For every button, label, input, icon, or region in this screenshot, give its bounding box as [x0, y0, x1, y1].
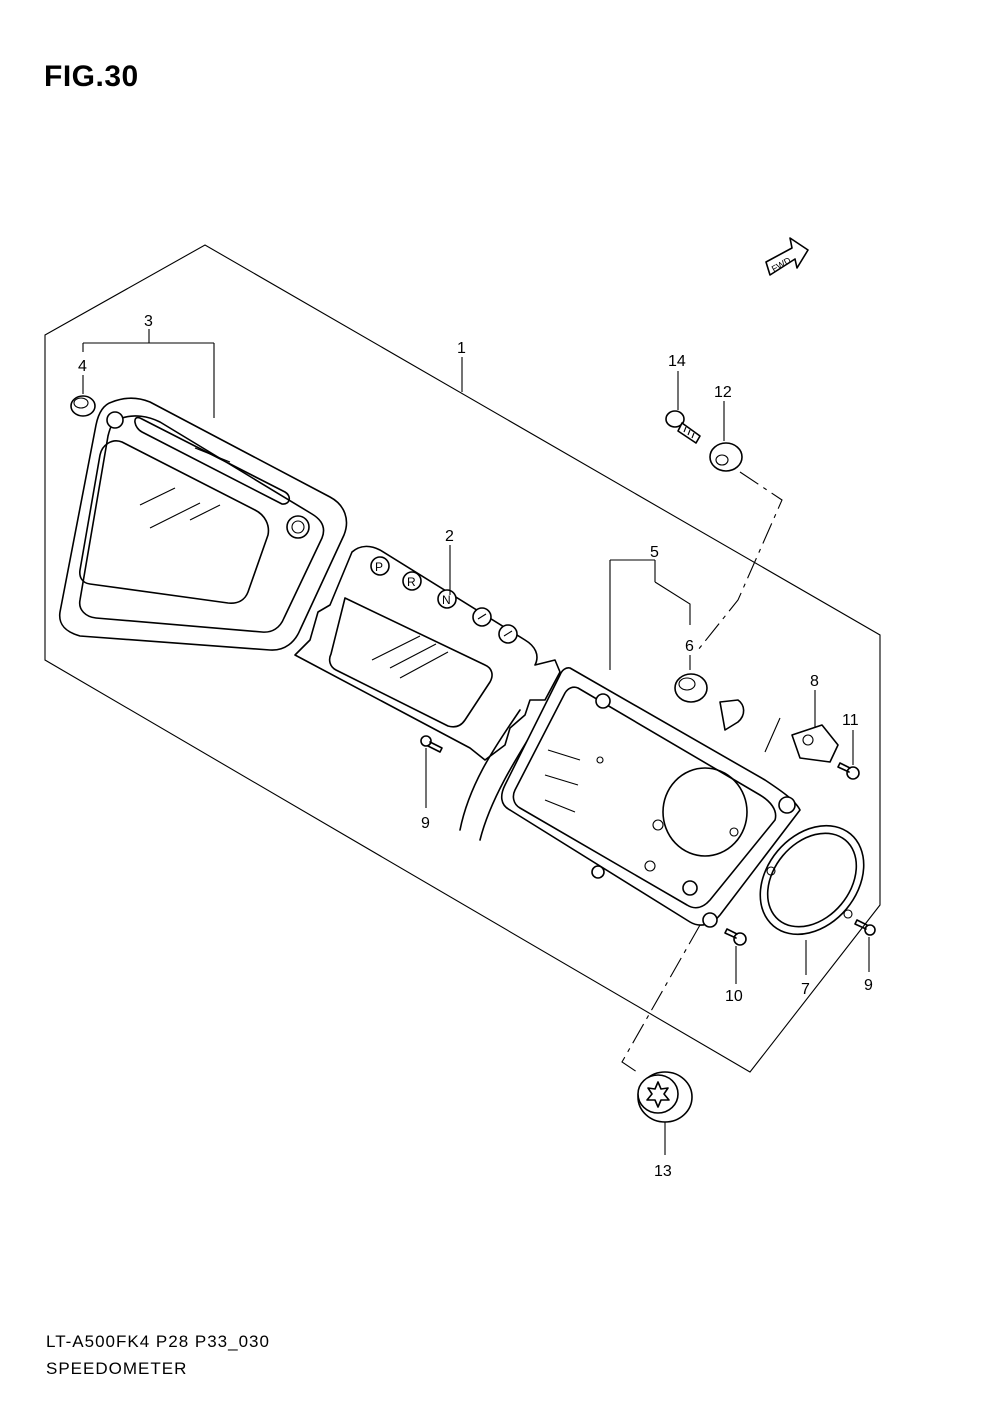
grommet-part-4: [70, 395, 96, 417]
indicator-panel-part: P R N: [294, 545, 561, 841]
screw-part-9-right: [854, 919, 876, 936]
callout-10: 10: [725, 988, 743, 1005]
callout-9-left: 9: [421, 815, 430, 832]
grommet-part-13: [637, 1071, 693, 1123]
callout-8: 8: [810, 673, 819, 690]
callout-3: 3: [144, 313, 153, 330]
callout-4: 4: [78, 358, 87, 375]
collar-part-12: [709, 442, 743, 472]
callout-14: 14: [668, 353, 686, 370]
indicator-letter-p: P: [375, 560, 383, 574]
callout-1: 1: [457, 340, 466, 357]
screw-part-10: [724, 928, 747, 946]
callout-5: 5: [650, 544, 659, 561]
callout-labels: 1 2 3 4 5 6 7 8 9 9 10 11 12 13 14: [78, 313, 873, 1180]
figure-title: FIG.30: [44, 60, 139, 93]
screw-part-9-left: [420, 735, 443, 753]
diagram-name: SPEEDOMETER: [46, 1359, 188, 1378]
callout-12: 12: [714, 384, 732, 401]
meter-housing-part: [500, 667, 801, 928]
callout-7: 7: [801, 981, 810, 998]
leader-lines: [82, 329, 870, 1155]
fwd-arrow-icon: FWD: [765, 237, 809, 276]
screw-part-11: [837, 762, 860, 780]
grommet-part-6: [674, 673, 708, 703]
callout-13: 13: [654, 1163, 672, 1180]
indicator-letter-n: N: [442, 593, 451, 607]
callout-2: 2: [445, 528, 454, 545]
assembly-outline: [44, 244, 881, 1073]
clip-part-8: [791, 724, 839, 763]
gasket-part-7: [759, 824, 865, 936]
front-cover-part: [58, 397, 348, 651]
callout-6: 6: [685, 638, 694, 655]
bolt-part-14: [665, 410, 701, 444]
callout-9-right: 9: [864, 977, 873, 994]
indicator-letter-r: R: [407, 575, 416, 589]
diagram-code: LT-A500FK4 P28 P33_030: [46, 1332, 270, 1351]
callout-11: 11: [842, 712, 859, 729]
